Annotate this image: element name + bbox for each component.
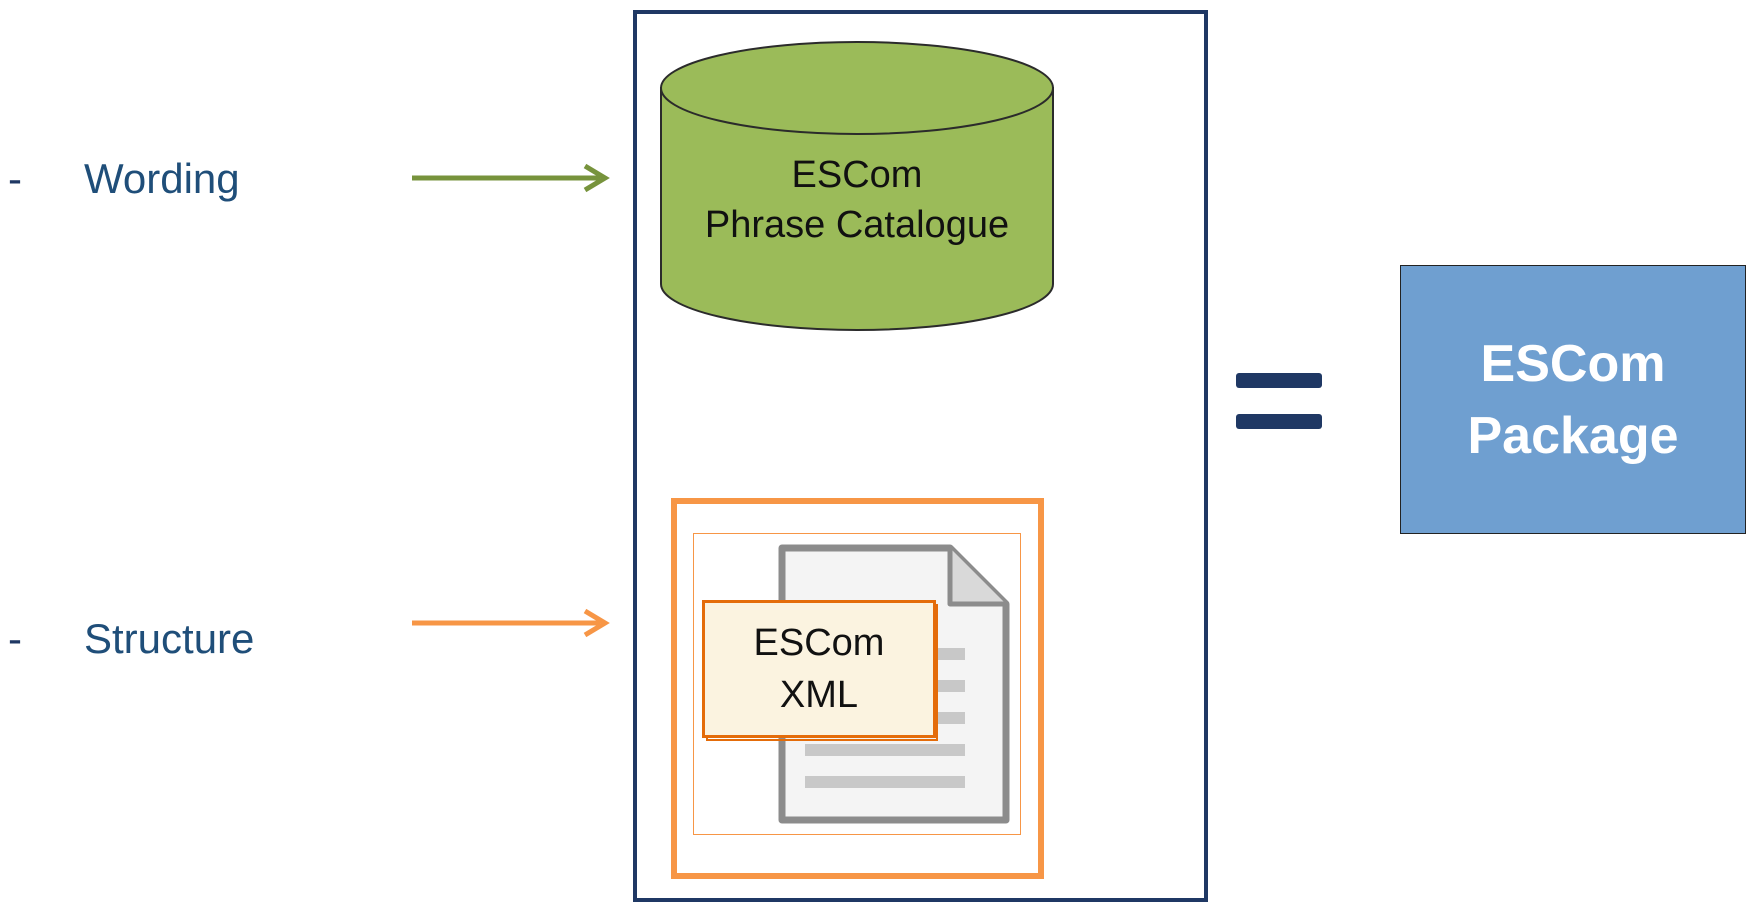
escom-package-box: ESCom Package [1400,265,1746,534]
phrase-catalogue-label: ESCom Phrase Catalogue [660,150,1054,250]
structure-arrow-icon [412,608,610,638]
equals-bar-bottom [1236,414,1322,429]
escom-xml-label: ESCom XML [702,600,936,738]
xml-inner-frame [693,533,1021,835]
xml-outer-frame [671,498,1044,879]
structure-bullet-dash: - [8,615,22,662]
phrase-catalogue-line1: ESCom [791,154,923,196]
wording-arrow-icon [412,163,610,193]
cylinder-database-icon [660,41,1054,331]
wording-bullet-dash: - [8,155,22,202]
structure-label: Structure [84,615,255,662]
phrase-catalogue-line2: Phrase Catalogue [704,204,1010,246]
package-line2: Package [1467,406,1679,465]
wording-label: Wording [84,155,240,202]
package-line1: ESCom [1480,334,1666,393]
xml-label-line1: ESCom [753,622,885,664]
xml-label-line2: XML [779,674,859,716]
equals-bar-top [1236,373,1322,388]
